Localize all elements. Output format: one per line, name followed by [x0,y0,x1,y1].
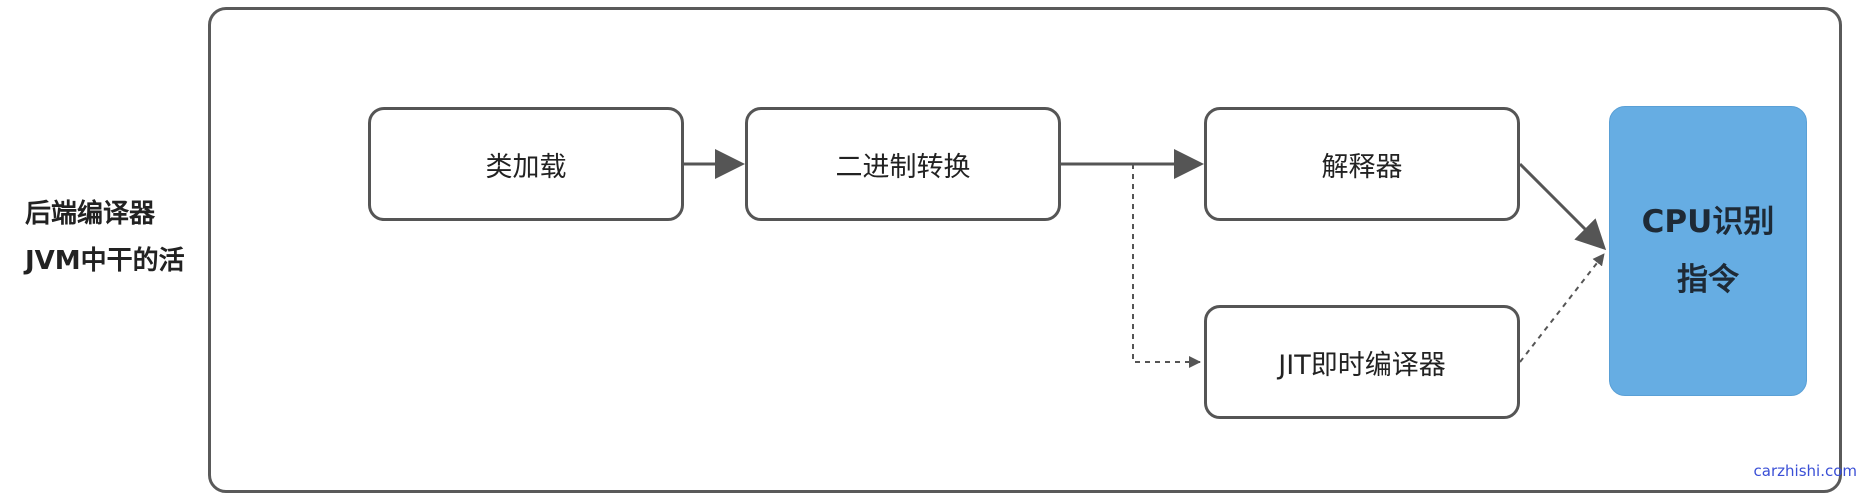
node-cpu-label-line2: 指令 [1677,262,1739,298]
node-binary-conversion: 二进制转换 [745,107,1061,221]
side-label-backend-compiler: 后端编译器 [25,199,156,229]
side-label-jvm-work: JVM中干的活 [25,246,185,276]
node-interpreter-label: 解释器 [1321,151,1403,183]
node-class-loading-label: 类加载 [485,151,567,183]
edge-interpreter-to-cpu [1518,162,1607,251]
node-class-loading: 类加载 [368,107,684,221]
watermark: carzhishi.com [1753,462,1857,480]
outer-frame [208,7,1842,493]
edge-binary-to-jit [1132,164,1201,368]
node-cpu-recognize-instructions: CPU识别 指令 [1609,106,1807,396]
node-cpu-label-line1: CPU识别 [1641,204,1775,240]
node-jit-compiler: JIT即时编译器 [1204,305,1520,419]
node-binary-conversion-label: 二进制转换 [835,151,971,183]
edge-jit-to-cpu [1519,253,1605,363]
node-interpreter: 解释器 [1204,107,1520,221]
node-jit-compiler-label: JIT即时编译器 [1278,349,1446,381]
